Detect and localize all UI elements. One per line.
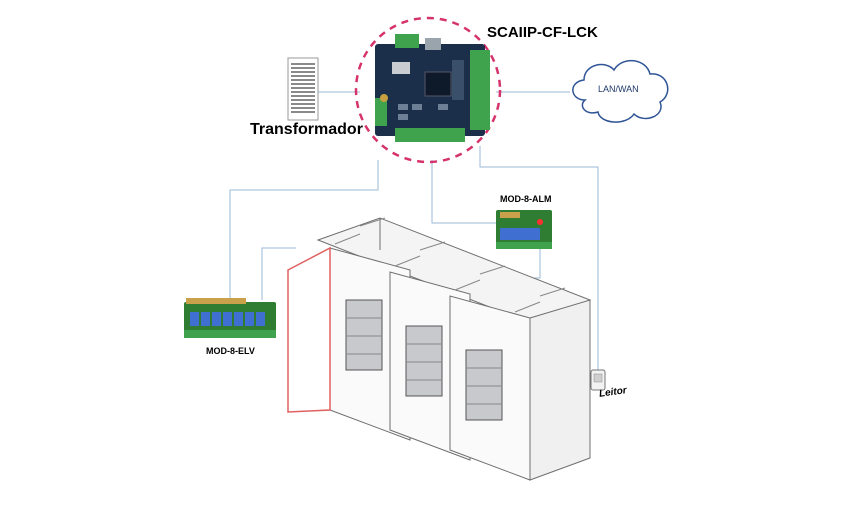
connection-lines: [229, 91, 599, 370]
highlight-circle: [354, 16, 502, 164]
server-racks: [287, 217, 592, 481]
elv-module-label: MOD-8-ELV: [206, 346, 255, 356]
controller-board: [354, 16, 502, 164]
card-reader: [590, 369, 606, 391]
cloud-icon: [572, 60, 669, 123]
alarm-module-label: MOD-8-ALM: [500, 194, 552, 204]
line-controller-elv: [229, 160, 379, 300]
alarm-module-board: [496, 210, 552, 249]
controller-label: SCAIIP-CF-LCK: [487, 24, 598, 41]
line-elv-rack: [261, 247, 296, 300]
line-controller-alm: [431, 160, 498, 224]
transformer-device: [287, 57, 319, 121]
transformer-label: Transformador: [250, 121, 363, 138]
network-label: LAN/WAN: [598, 84, 639, 94]
line-controller-reader: [479, 146, 599, 370]
elv-module-board: [184, 298, 276, 338]
